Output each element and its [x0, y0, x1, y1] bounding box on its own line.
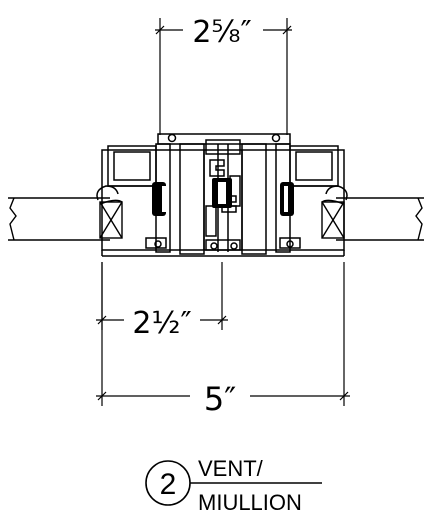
- detail-callout: 2 VENT/ MIULLION: [145, 456, 322, 515]
- bottom-dimension-label: 5″: [204, 380, 236, 418]
- callout-number: 2: [160, 468, 177, 501]
- top-dimension-label: 2⅝″: [192, 15, 251, 50]
- bottom-dimension: [96, 262, 350, 406]
- glass-panels: [8, 197, 424, 241]
- callout-line1: VENT/: [198, 456, 264, 481]
- middle-dimension-label: 2½″: [132, 306, 191, 341]
- mullion-assembly: [96, 133, 348, 257]
- glazing-gaskets: [152, 178, 294, 216]
- callout-line2: MIULLION: [198, 490, 302, 515]
- top-dimension: [155, 18, 292, 135]
